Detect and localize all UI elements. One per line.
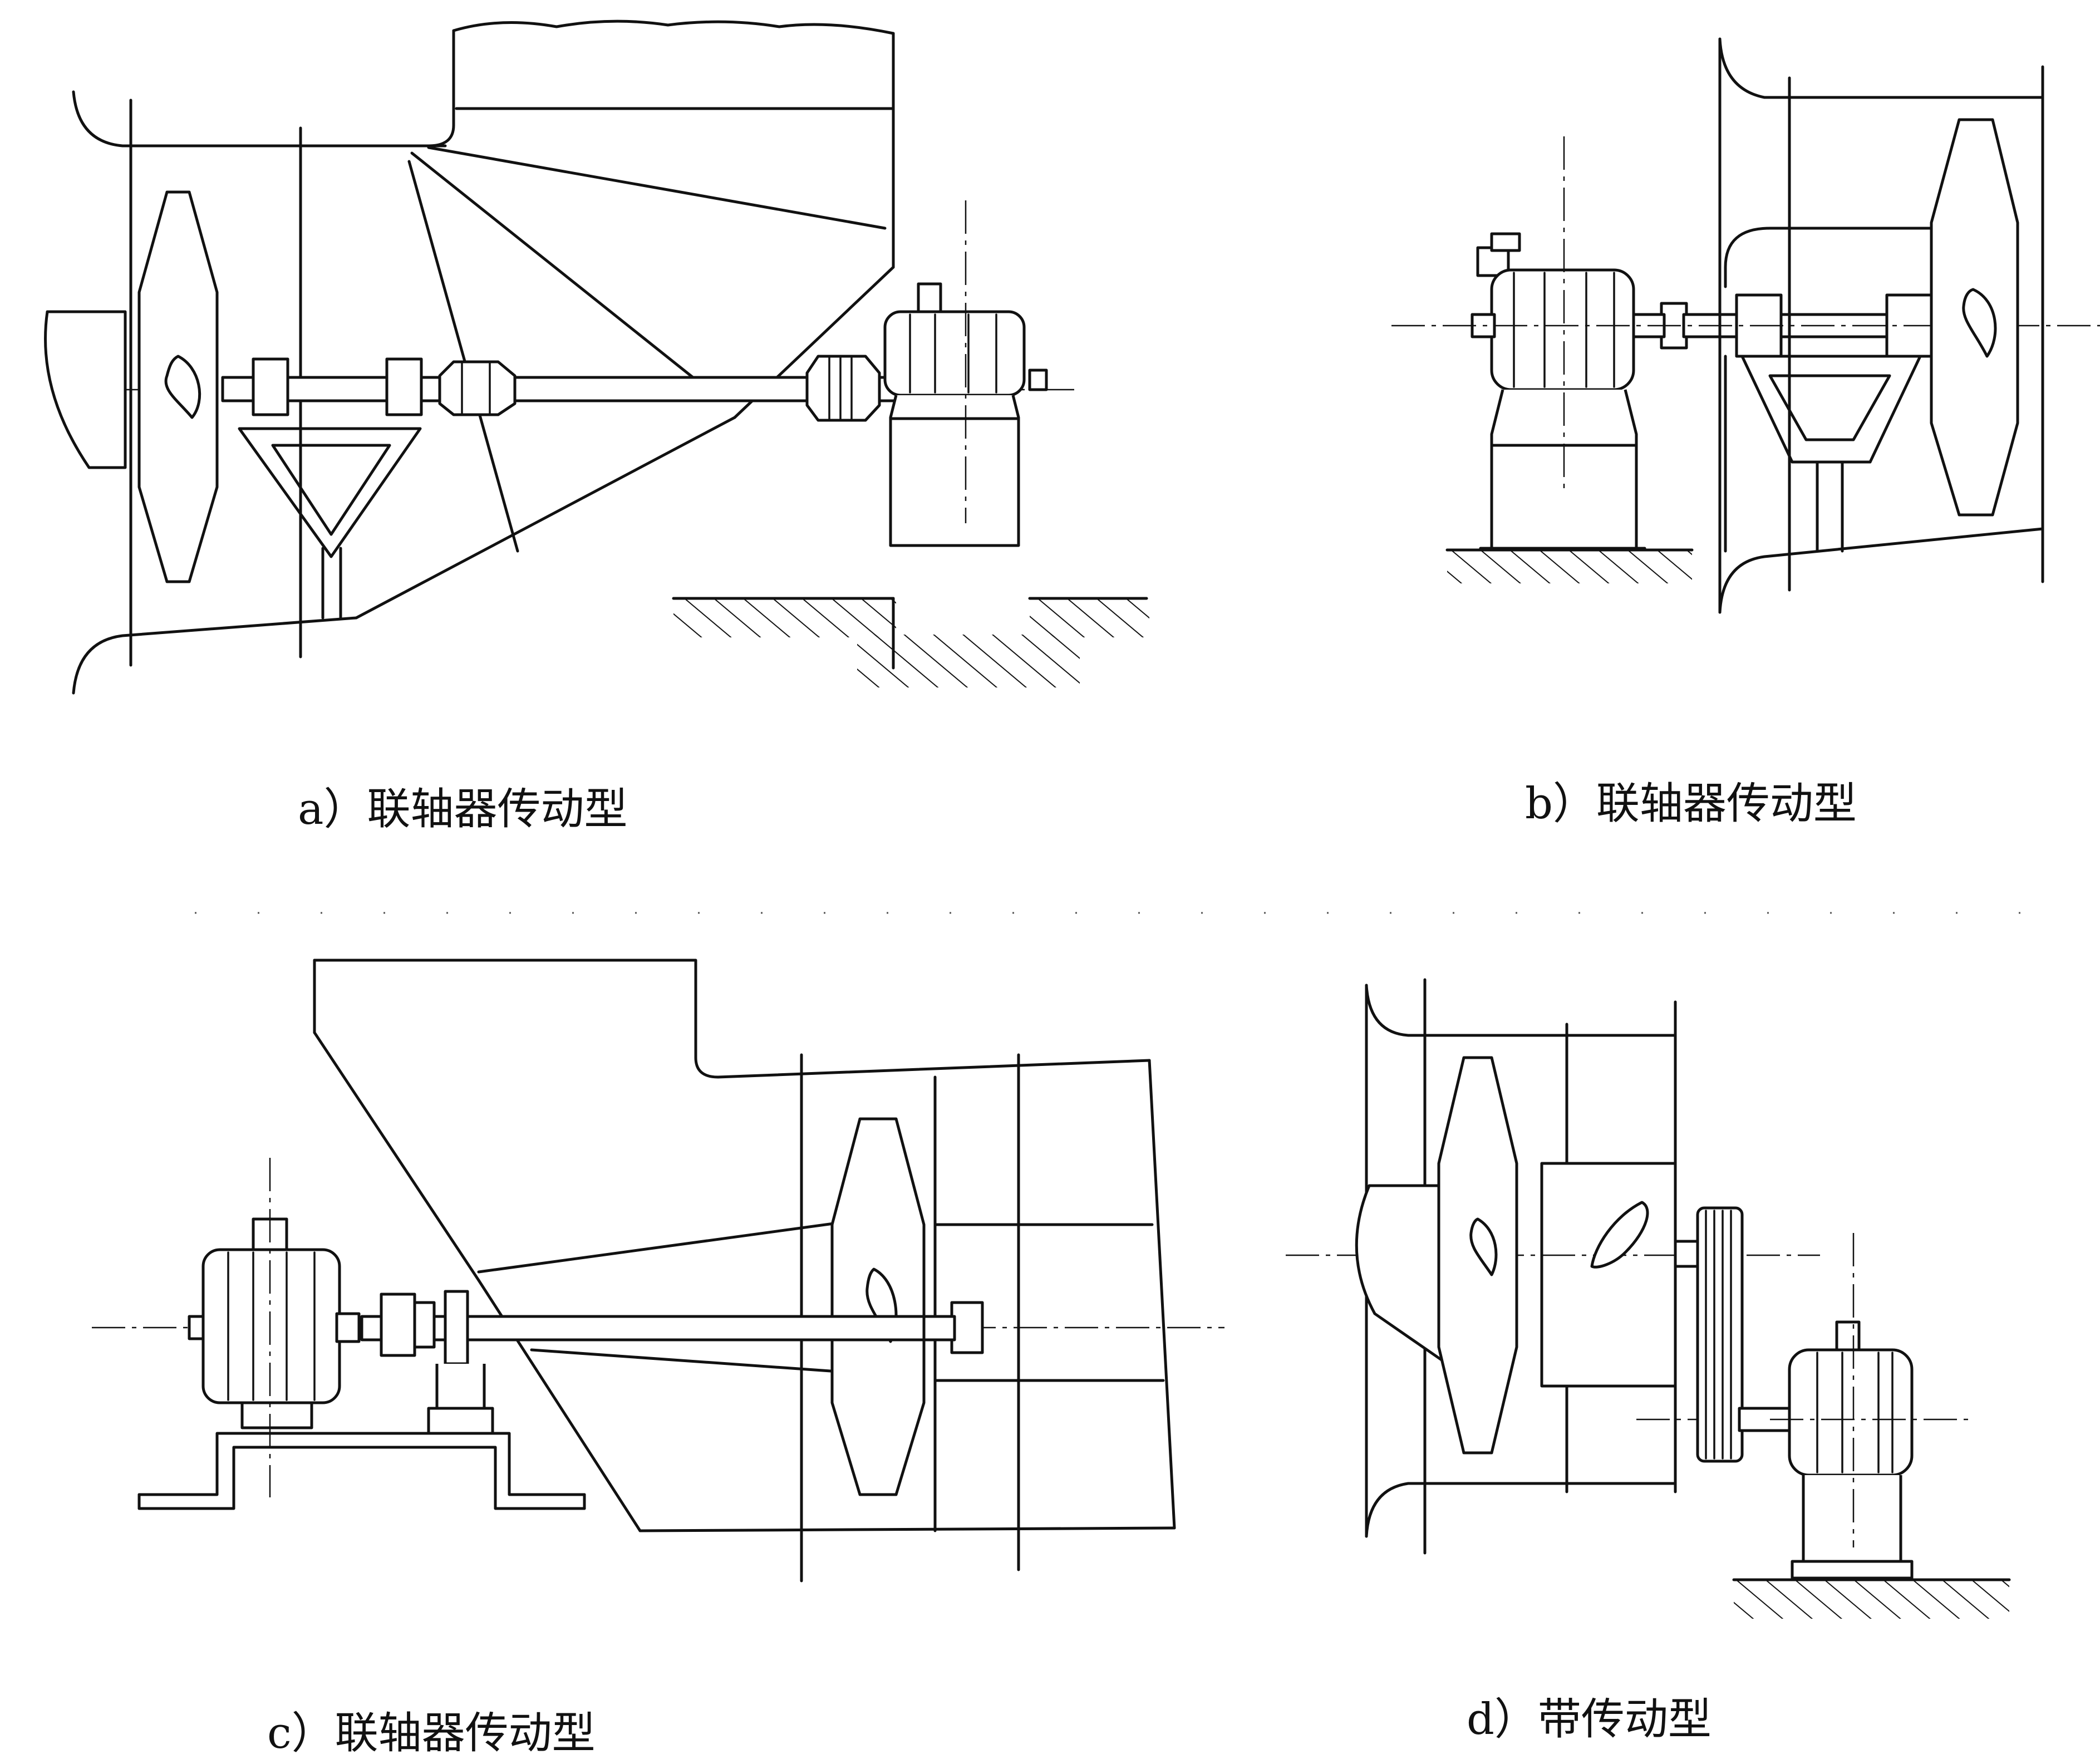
panel-a: a）联轴器传动型 [44, 19, 1149, 834]
base-frame-c [137, 1432, 586, 1510]
panel-d: d）带传动型 [1286, 978, 2011, 1745]
panel-b: b）联轴器传动型 [1391, 37, 2100, 829]
elbow-duct-a [355, 19, 895, 620]
panel-c: c）联轴器传动型 [92, 959, 1224, 1758]
shaft-a [221, 355, 914, 422]
bearing-block [385, 357, 423, 416]
impeller-b [1930, 118, 2019, 517]
bearing-block [252, 357, 289, 416]
ground-a [672, 597, 1149, 687]
motor-a [885, 200, 1048, 546]
motor-d [1738, 1233, 1970, 1580]
impeller-c [830, 1117, 926, 1496]
shaft-c [360, 1290, 984, 1435]
caption-a: a）联轴器传动型 [298, 784, 628, 834]
coupling [438, 360, 517, 416]
coupling [805, 355, 881, 422]
bearing-block [444, 1290, 469, 1365]
ground-b [1445, 548, 1694, 583]
caption-d: d）带传动型 [1467, 1694, 1712, 1745]
caption-b: b）联轴器传动型 [1525, 779, 1857, 829]
duct-d [1286, 978, 1820, 1555]
belt-drive-d [1636, 1206, 1744, 1463]
motor-c [188, 1158, 361, 1497]
coupling [380, 1293, 416, 1357]
motor-b [1471, 136, 1646, 550]
impeller-a [44, 190, 219, 583]
impeller-d [1355, 1056, 1649, 1455]
caption-c: c）联轴器传动型 [267, 1708, 596, 1758]
bearing-support-a [238, 427, 422, 620]
ground-d [1732, 1578, 2011, 1619]
